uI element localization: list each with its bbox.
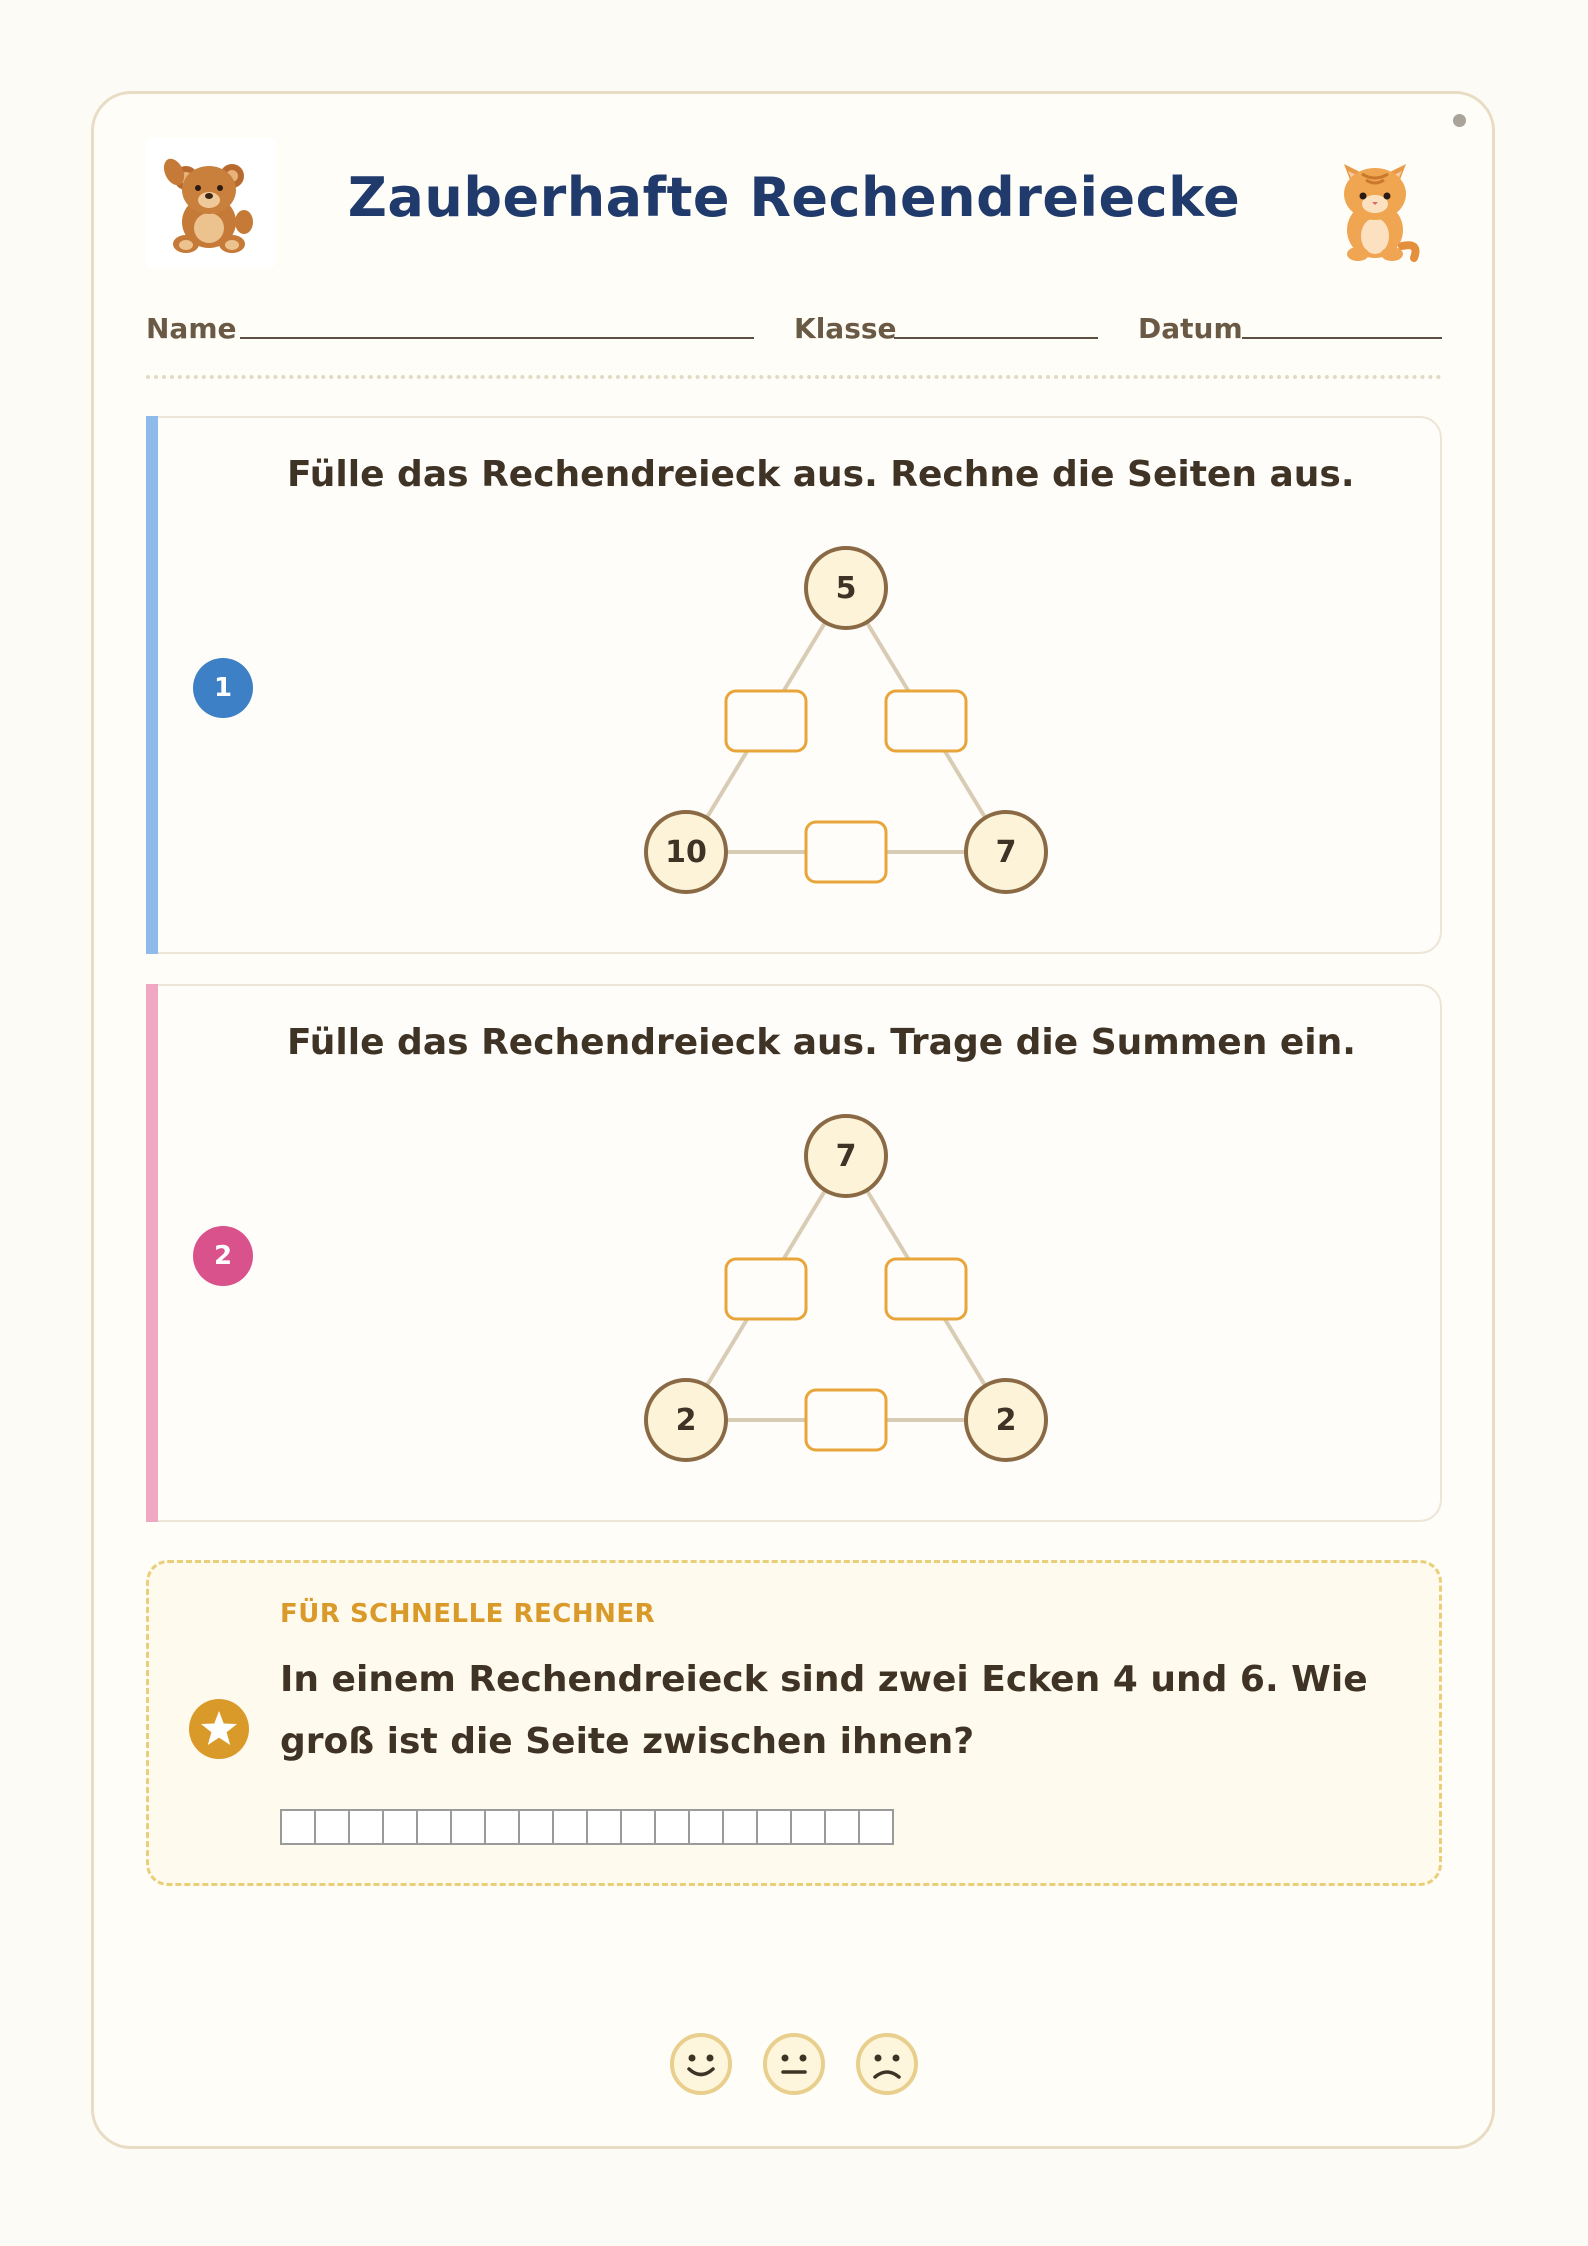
- corner-circle-left: [644, 810, 728, 894]
- answer-box-bottom[interactable]: [804, 820, 888, 884]
- neutral-face-icon[interactable]: [762, 2032, 826, 2096]
- corner-circle-top: [804, 546, 888, 630]
- answer-cell[interactable]: [348, 1809, 384, 1845]
- answer-box-bottom[interactable]: [804, 1388, 888, 1452]
- answer-cell[interactable]: [790, 1809, 826, 1845]
- answer-cell[interactable]: [382, 1809, 418, 1845]
- answer-cell[interactable]: [756, 1809, 792, 1845]
- happy-face-icon[interactable]: [669, 2032, 733, 2096]
- answer-box-right[interactable]: [884, 689, 968, 753]
- corner-circle-right: [964, 1378, 1048, 1462]
- sad-face-icon[interactable]: [855, 2032, 919, 2096]
- task-accent-bar: [146, 984, 158, 1522]
- cat-icon: [1344, 164, 1420, 262]
- corner-value-left: 2: [676, 1403, 697, 1438]
- answer-cell[interactable]: [518, 1809, 554, 1845]
- answer-cell[interactable]: [858, 1809, 894, 1845]
- answer-cell[interactable]: [722, 1809, 758, 1845]
- klasse-field[interactable]: [894, 337, 1098, 339]
- challenge-question: In einem Rechendreieck sind zwei Ecken 4…: [280, 1659, 1368, 1762]
- corner-circle-top: [804, 1114, 888, 1198]
- corner-value-right: 7: [996, 835, 1017, 870]
- corner-value-top: 5: [836, 571, 857, 606]
- task-card-2: 2 Fülle das Rechendreieck aus. Trage die…: [146, 984, 1442, 1522]
- number-triangle: 7 2 2: [644, 1114, 1048, 1462]
- answer-cell[interactable]: [824, 1809, 860, 1845]
- answer-cell[interactable]: [314, 1809, 350, 1845]
- answer-cell[interactable]: [620, 1809, 656, 1845]
- corner-value-right: 2: [996, 1403, 1017, 1438]
- klasse-label: Klasse: [794, 312, 897, 345]
- corner-circle-left: [644, 1378, 728, 1462]
- answer-cell[interactable]: [552, 1809, 588, 1845]
- teddy-bear-icon: [146, 138, 276, 268]
- answer-box-left[interactable]: [724, 689, 808, 753]
- answer-box-left[interactable]: [724, 1257, 808, 1321]
- answer-cell[interactable]: [416, 1809, 452, 1845]
- number-triangle: 5 10 7: [644, 546, 1048, 894]
- corner-circle-right: [964, 810, 1048, 894]
- task-card-1: 1 Fülle das Rechendreieck aus. Rechne di…: [146, 416, 1442, 954]
- corner-value-top: 7: [836, 1139, 857, 1174]
- answer-cell[interactable]: [280, 1809, 316, 1845]
- answer-cell[interactable]: [450, 1809, 486, 1845]
- datum-field[interactable]: [1242, 337, 1442, 339]
- corner-dot: [1453, 114, 1466, 127]
- page-title: Zauberhafte Rechendreiecke: [347, 166, 1241, 229]
- answer-cell[interactable]: [654, 1809, 690, 1845]
- star-icon: [189, 1699, 249, 1759]
- datum-label: Datum: [1138, 312, 1243, 345]
- task-prompt: Fülle das Rechendreieck aus. Trage die S…: [287, 1022, 1356, 1063]
- name-label: Name: [146, 312, 237, 345]
- answer-cell[interactable]: [688, 1809, 724, 1845]
- answer-grid[interactable]: [280, 1809, 894, 1845]
- name-field[interactable]: [240, 337, 754, 339]
- answer-cell[interactable]: [586, 1809, 622, 1845]
- challenge-box: FÜR SCHNELLE RECHNER In einem Rechendrei…: [146, 1560, 1442, 1886]
- challenge-heading: FÜR SCHNELLE RECHNER: [280, 1599, 656, 1629]
- corner-value-left: 10: [665, 835, 707, 870]
- task-accent-bar: [146, 416, 158, 954]
- answer-cell[interactable]: [484, 1809, 520, 1845]
- answer-box-right[interactable]: [884, 1257, 968, 1321]
- task-number-badge: 2: [193, 1226, 253, 1286]
- task-number-badge: 1: [193, 658, 253, 718]
- task-prompt: Fülle das Rechendreieck aus. Rechne die …: [287, 454, 1355, 495]
- header-divider: [146, 375, 1442, 379]
